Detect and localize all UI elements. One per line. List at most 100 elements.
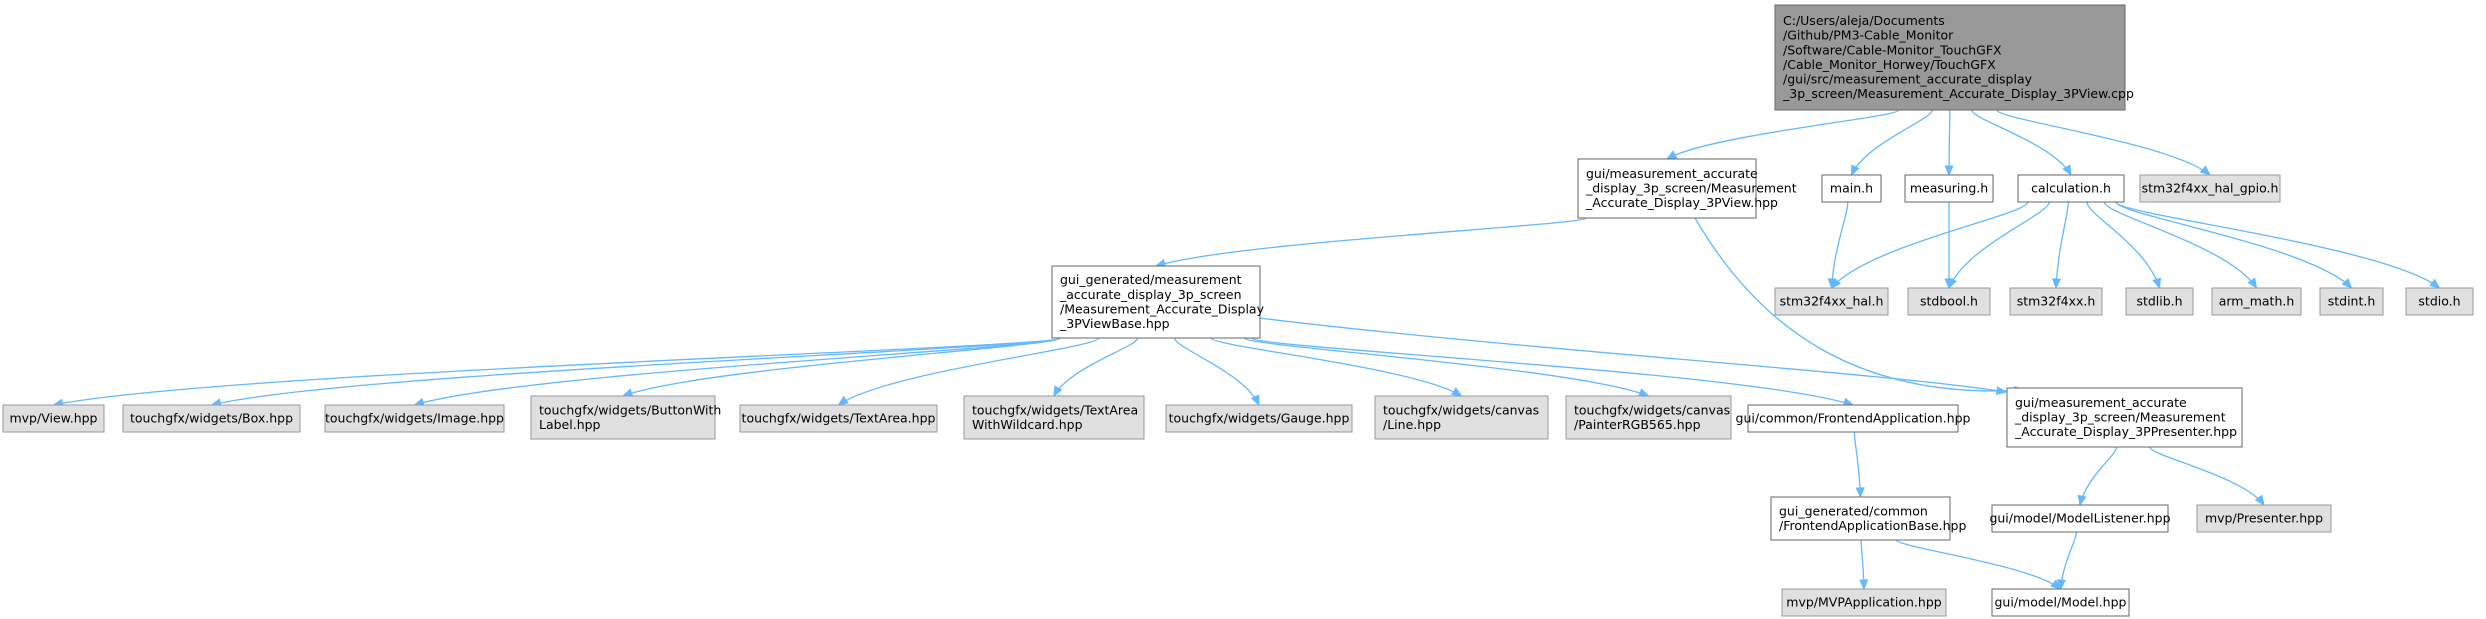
node-box [1774, 287, 1889, 316]
edge-measuring_h-to-stdbool [1944, 202, 1954, 290]
edge-arrowhead [2199, 165, 2211, 176]
node-label-line: gui/common/FrontendApplication.hpp [1736, 411, 1971, 426]
node-label-line: /FrontendApplicationBase.hpp [1779, 518, 1966, 533]
node-label-line: C:/Users/aleja/Documents [1783, 13, 1945, 28]
node-label-line: touchgfx/widgets/TextArea [972, 402, 1138, 417]
node-box [1904, 174, 1994, 203]
edge-arrowhead [1665, 150, 1678, 160]
edge-line [1155, 217, 1587, 267]
edge-root-to-calculation_h [1971, 109, 2072, 177]
node-box [1565, 395, 1732, 440]
edge-arrowhead [1451, 387, 1463, 397]
node-box: touchgfx/widgets/Box.hpp [122, 404, 301, 433]
edge-arrowhead [2254, 494, 2265, 507]
node-box [1991, 504, 2169, 533]
node-presenter[interactable]: gui/measurement_accurate_display_3p_scre… [2006, 387, 2243, 448]
node-box [2125, 287, 2194, 316]
edge-line [2115, 201, 2352, 289]
edge-viewbase-to-buttonlabel [621, 337, 1061, 398]
edge-viewbase-to-line [1210, 337, 1463, 397]
node-box [1165, 404, 1353, 433]
edge-calculation_h-to-stdio [2115, 201, 2441, 289]
node-label-line: WithWildcard.hpp [972, 417, 1083, 432]
file-nodes: C:/Users/aleja/Documents/Github/PM3-Cabl… [2, 4, 2474, 617]
edge-arrowhead [1830, 277, 1842, 289]
edge-calculation_h-to-stdint [2115, 201, 2353, 289]
node-gauge: touchgfx/widgets/Gauge.hpp [1165, 404, 1353, 433]
edge-viewbase-to-painter [1244, 337, 1650, 397]
node-box [1051, 265, 1261, 339]
edge-line [1210, 337, 1462, 397]
node-mvp-view: mvp/View.hpp [2, 404, 105, 433]
edge-modellistener-to-model [2056, 531, 2078, 591]
node-label-line: mvp/MVPApplication.hpp [1786, 595, 1941, 610]
edge-frontendbase-to-model [1895, 539, 2062, 590]
node-root[interactable]: C:/Users/aleja/Documents/Github/PM3-Cabl… [1774, 4, 2134, 111]
node-label-line: stdbool.h [1920, 294, 1978, 309]
node-view-hpp[interactable]: gui/measurement_accurate_display_3p_scre… [1577, 158, 1797, 219]
edge-line [2079, 446, 2118, 506]
node-label-line: _3PViewBase.hpp [1059, 316, 1170, 331]
node-box [1747, 404, 1959, 433]
edge-viewbase-to-textarea [837, 337, 1100, 406]
edge-arrowhead [1855, 487, 1865, 499]
edge-line [2115, 201, 2440, 289]
edge-line [1831, 201, 2029, 289]
node-label-line: _Accurate_Display_3PView.hpp [1585, 195, 1778, 210]
node-label-line: /Github/PM3-Cable_Monitor [1783, 28, 1954, 43]
node-stm32f4xx: stm32f4xx.h [2009, 287, 2103, 316]
node-measuring-h[interactable]: measuring.h [1904, 174, 1994, 203]
node-label-line: gui/model/ModelListener.hpp [1989, 511, 2170, 526]
edge-line [1244, 337, 1649, 397]
edge-arrowhead [837, 395, 849, 406]
edge-arrowhead [2429, 278, 2441, 289]
node-box [2319, 287, 2384, 316]
node-main-h[interactable]: main.h [1821, 174, 1882, 203]
node-label-line: mvp/View.hpp [9, 411, 97, 426]
node-frontendbase[interactable]: gui_generated/common/FrontendApplication… [1770, 496, 1966, 541]
node-viewbase[interactable]: gui_generated/measurement_accurate_displ… [1051, 265, 1265, 339]
node-label-line: stm32f4xx_hal_gpio.h [2142, 181, 2279, 196]
edge-line [1173, 337, 1260, 406]
dependency-edges [52, 109, 2441, 591]
node-model[interactable]: gui/model/Model.hpp [1991, 588, 2130, 617]
edge-line [2148, 446, 2265, 506]
edge-line [1694, 217, 2025, 392]
edge-viewbase-to-gauge [1173, 337, 1260, 407]
node-frontend[interactable]: gui/common/FrontendApplication.hpp [1736, 404, 1971, 433]
node-box [1374, 395, 1549, 440]
node-box [122, 404, 301, 433]
node-hal-gpio: stm32f4xx_hal_gpio.h [2139, 174, 2281, 203]
node-modellistener[interactable]: gui/model/ModelListener.hpp [1989, 504, 2171, 533]
edge-arrowhead [1859, 579, 1869, 591]
node-label-line: touchgfx/widgets/TextArea.hpp [742, 411, 936, 426]
edge-line [414, 337, 1061, 406]
node-textwild: touchgfx/widgets/TextAreaWithWildcard.hp… [963, 395, 1145, 440]
node-stdlib: stdlib.h [2125, 287, 2194, 316]
edge-presenter-to-modellistener [2077, 446, 2118, 507]
edge-line [2086, 201, 2161, 289]
edge-line [53, 337, 1061, 406]
edge-line [2055, 201, 2069, 289]
edge-line [1853, 431, 1862, 498]
node-label-line: calculation.h [2031, 181, 2111, 196]
node-box [1991, 588, 2130, 617]
node-stdint: stdint.h [2319, 287, 2384, 316]
edge-line [1850, 109, 1933, 176]
node-label-line: touchgfx/widgets/Box.hpp [130, 411, 293, 426]
node-box [739, 404, 938, 433]
edge-arrowhead [2062, 164, 2072, 177]
edge-root-to-measuring_h [1944, 109, 1954, 177]
node-painter: touchgfx/widgets/canvas/PainterRGB565.hp… [1565, 395, 1732, 440]
node-calculation-h[interactable]: calculation.h [2017, 174, 2125, 203]
node-label-line: Label.hpp [539, 417, 601, 432]
edge-main_h-to-hal_h [1827, 201, 1849, 290]
edge-viewbase-to-image [413, 337, 1061, 407]
node-box [1770, 496, 1951, 541]
node-label-line: _display_3p_screen/Measurement [1585, 181, 1797, 196]
node-label-line: _Accurate_Display_3PPresenter.hpp [2014, 424, 2237, 439]
edge-calculation_h-to-arm_math [2103, 201, 2258, 290]
edge-line [1895, 539, 2061, 590]
node-box [530, 395, 716, 440]
